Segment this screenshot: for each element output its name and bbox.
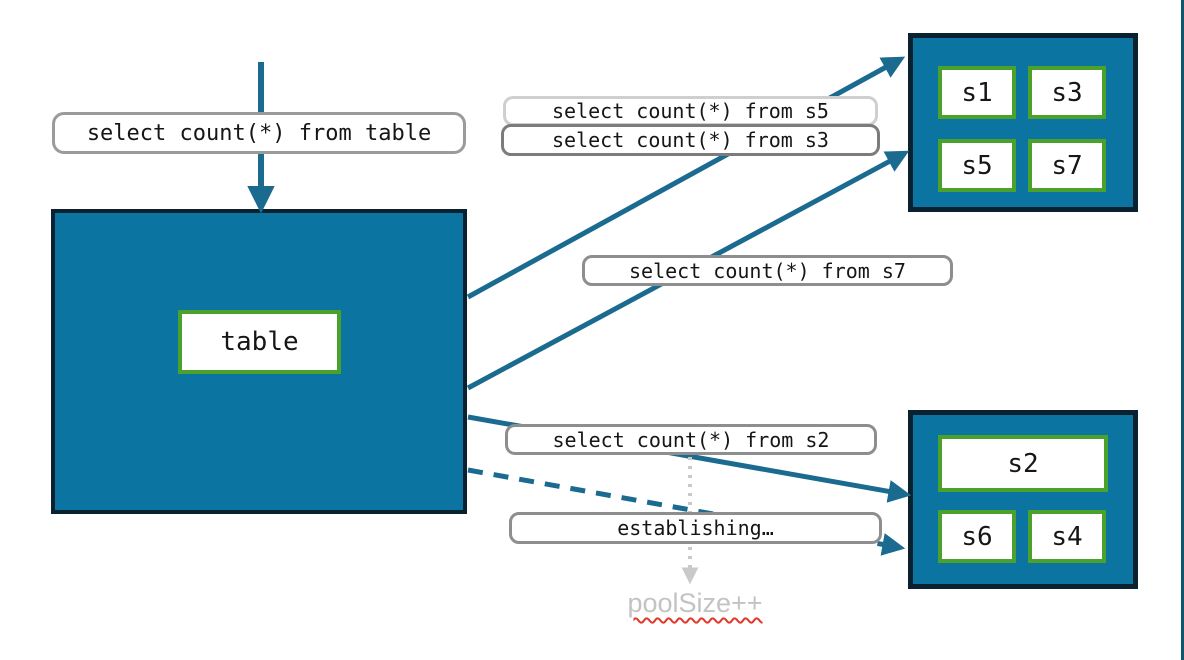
shard-s1: s1 bbox=[938, 66, 1016, 119]
shard-s6-label: s6 bbox=[961, 521, 993, 552]
shard-s4-label: s4 bbox=[1051, 521, 1083, 552]
table-box-label: table bbox=[220, 327, 299, 357]
poolsize-note: poolSize++ bbox=[627, 588, 763, 618]
query-label-s7: select count(*) from s7 bbox=[582, 255, 953, 286]
table-box: table bbox=[178, 310, 341, 374]
right-edge-strip bbox=[1181, 0, 1184, 660]
query-label-table-text: select count(*) from table bbox=[86, 120, 432, 146]
shard-s4: s4 bbox=[1028, 510, 1106, 563]
query-label-s2-text: select count(*) from s2 bbox=[552, 427, 830, 452]
shard-s5-label: s5 bbox=[961, 150, 993, 181]
query-label-s2: select count(*) from s2 bbox=[505, 424, 877, 455]
shard-s2: s2 bbox=[938, 435, 1108, 492]
shard-s1-label: s1 bbox=[961, 77, 993, 108]
shard-s3: s3 bbox=[1028, 66, 1106, 119]
query-label-s5: select count(*) from s5 bbox=[503, 96, 878, 126]
query-label-table: select count(*) from table bbox=[52, 112, 466, 154]
shard-s6: s6 bbox=[938, 510, 1016, 563]
shard-s5: s5 bbox=[938, 139, 1016, 192]
shard-s7: s7 bbox=[1028, 139, 1106, 192]
shard-s3-label: s3 bbox=[1051, 77, 1083, 108]
query-label-s3: select count(*) from s3 bbox=[501, 124, 880, 156]
query-label-establishing-text: establishing… bbox=[617, 516, 774, 540]
query-label-establishing: establishing… bbox=[509, 512, 882, 544]
shard-s7-label: s7 bbox=[1051, 150, 1083, 181]
shard-s2-label: s2 bbox=[1007, 448, 1039, 479]
query-label-s5-text: select count(*) from s5 bbox=[552, 99, 829, 123]
query-label-s7-text: select count(*) from s7 bbox=[629, 258, 906, 283]
query-label-s3-text: select count(*) from s3 bbox=[552, 128, 829, 152]
